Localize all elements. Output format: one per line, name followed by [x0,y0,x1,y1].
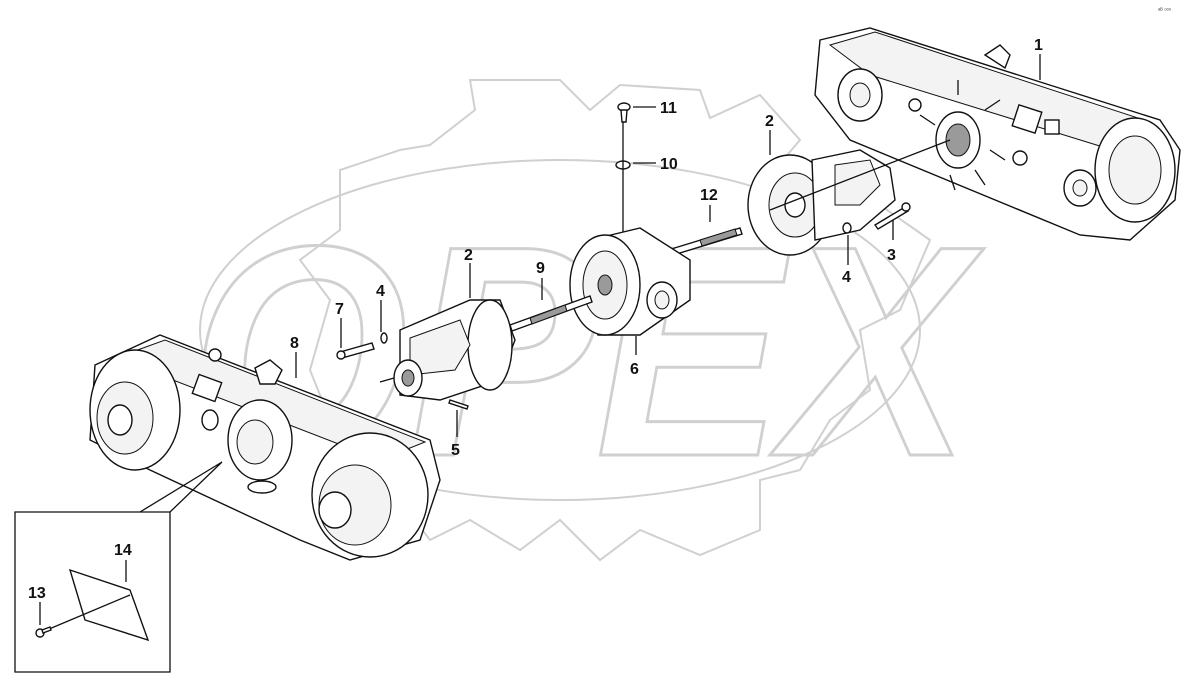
callout-6: 6 [630,361,639,378]
callout-3: 3 [887,247,896,264]
callout-4-right: 4 [842,269,851,286]
plate-bolt [35,626,52,638]
callout-2-left: 2 [464,247,473,264]
inset-pointer [139,461,223,513]
callout-8: 8 [290,335,299,352]
washer-right [842,222,852,234]
central-housing [569,227,691,336]
bolt-left [336,342,375,360]
plate-to-bolt-line [41,594,131,633]
callout-12: 12 [700,187,718,204]
watermark-ring [199,159,921,501]
detail-inset [14,461,223,673]
callout-5: 5 [451,442,460,459]
callout-13: 13 [28,585,46,602]
callout-14: 14 [114,542,132,559]
callout-1: 1 [1034,37,1043,54]
inset-frame [14,511,171,673]
callout-7: 7 [335,301,344,318]
callout-2-right: 2 [765,113,774,130]
washer-left [380,332,388,344]
axle-flange-housing-right [747,149,896,256]
watermark-gear [298,79,932,562]
callout-9: 9 [536,260,545,277]
axle-flange-housing-left [379,299,516,401]
callout-4-left: 4 [376,283,385,300]
splined-shaft-right [667,227,743,257]
pin-left [448,399,469,410]
bolt-right [873,202,911,230]
corner-mark: ᵃᴮ ᵒᵒᵒ [1158,7,1172,14]
leader-lines [39,54,1041,625]
tandem-housing-left [89,334,441,561]
screw-top [617,102,631,123]
tandem-housing-right [814,27,1181,241]
callouts: 1 2 11 10 12 3 4 9 2 4 7 8 6 5 14 13 [28,37,1043,602]
callout-11: 11 [660,100,677,117]
callout-10: 10 [660,156,678,173]
cover-plate [68,568,150,642]
